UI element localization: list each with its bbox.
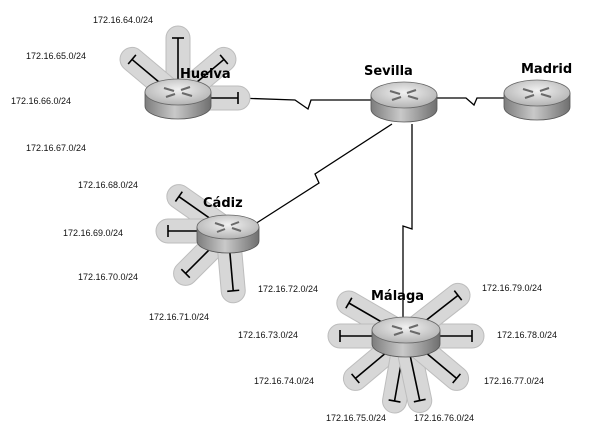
router-label-malaga: Málaga xyxy=(371,289,424,304)
network-label-cadiz-4: 172.16.71.0/24 xyxy=(149,312,209,322)
network-label-malaga-4: 172.16.75.0/24 xyxy=(326,413,386,423)
network-label-malaga-8: 172.16.79.0/24 xyxy=(482,283,542,293)
router-cadiz[interactable] xyxy=(196,214,260,254)
router-label-cadiz: Cádiz xyxy=(203,196,243,211)
router-icon xyxy=(214,221,242,233)
router-icon xyxy=(163,86,193,98)
network-label-malaga-1: 172.16.72.0/24 xyxy=(258,284,318,294)
network-label-huelva-1: 172.16.64.0/24 xyxy=(93,15,153,25)
network-label-malaga-6: 172.16.77.0/24 xyxy=(484,376,544,386)
network-label-malaga-7: 172.16.78.0/24 xyxy=(497,330,557,340)
router-icon xyxy=(389,89,419,101)
serial-link-huelva-sevilla xyxy=(209,96,372,111)
network-label-malaga-3: 172.16.74.0/24 xyxy=(254,376,314,386)
network-label-malaga-5: 172.16.76.0/24 xyxy=(414,413,474,423)
network-label-malaga-2: 172.16.73.0/24 xyxy=(238,330,298,340)
router-icon xyxy=(522,87,552,99)
network-label-cadiz-1: 172.16.68.0/24 xyxy=(78,180,138,190)
router-label-huelva: Huelva xyxy=(180,67,231,82)
network-label-cadiz-2: 172.16.69.0/24 xyxy=(63,228,123,238)
router-malaga[interactable] xyxy=(371,316,441,358)
router-sevilla[interactable] xyxy=(370,81,438,123)
router-huelva[interactable] xyxy=(144,78,212,120)
wan-links xyxy=(209,96,504,322)
serial-link-sevilla-madrid xyxy=(437,97,504,107)
router-madrid[interactable] xyxy=(503,79,571,121)
serial-link-sevilla-malaga xyxy=(402,124,413,322)
network-label-cadiz-3: 172.16.70.0/24 xyxy=(78,272,138,282)
router-label-madrid: Madrid xyxy=(521,62,572,77)
network-label-huelva-3: 172.16.66.0/24 xyxy=(11,96,71,106)
network-label-huelva-2: 172.16.65.0/24 xyxy=(26,51,86,61)
router-label-sevilla: Sevilla xyxy=(364,64,413,79)
router-icon xyxy=(391,324,421,336)
serial-link-sevilla-cadiz xyxy=(254,123,393,225)
network-label-huelva-4: 172.16.67.0/24 xyxy=(26,143,86,153)
